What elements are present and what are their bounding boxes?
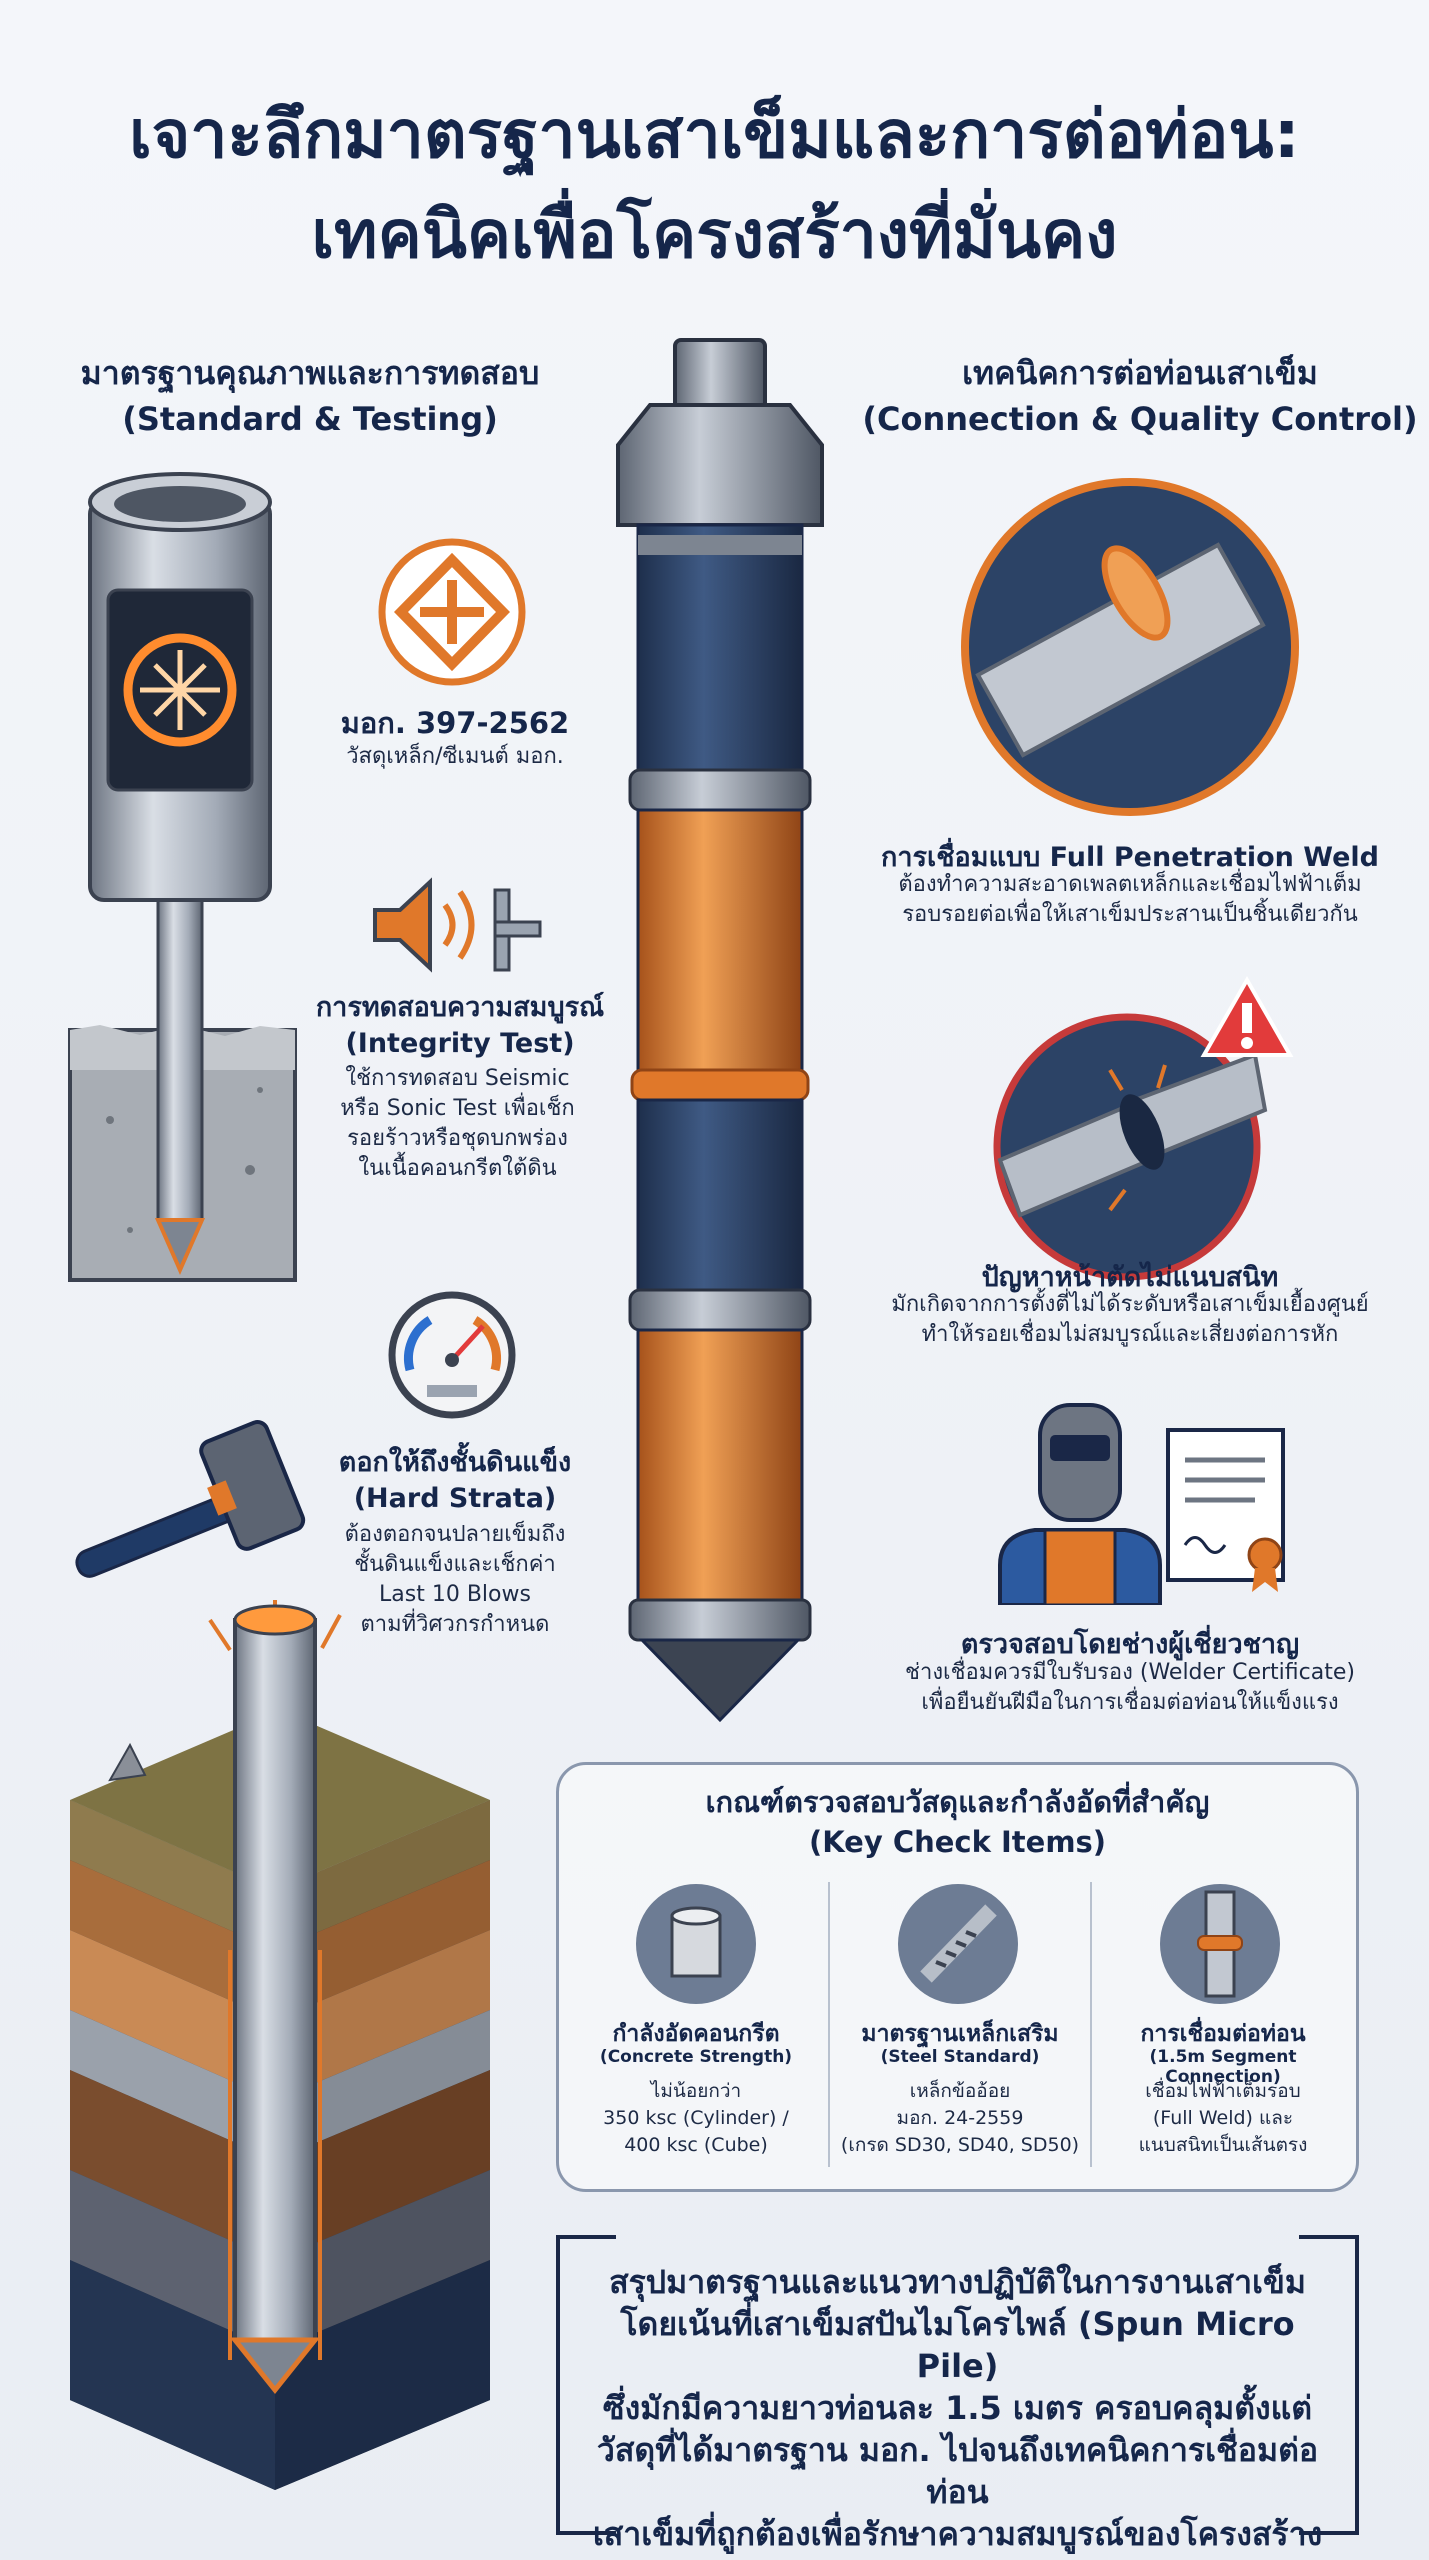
joint-desc: เชื่อมไฟฟ้าเต็มรอบ (Full Weld) และ แนบสน…: [1138, 2080, 1308, 2156]
rebar-icon: [898, 1884, 1018, 2004]
segment-joint-icon: [1160, 1884, 1280, 2004]
joint-title: การเชื่อมต่อท่อน: [1140, 2021, 1306, 2047]
panel-divider: [1090, 1882, 1092, 2167]
certificate-icon: [1166, 1428, 1285, 1592]
gauge-icon: [388, 1291, 516, 1419]
page-title: เจาะลึกมาตรฐานเสาเข็มและการต่อท่อน: เทคน…: [0, 85, 1429, 285]
concrete-desc: ไม่น้อยกว่า 350 ksc (Cylinder) / 400 ksc…: [603, 2080, 789, 2156]
panel-divider: [828, 1882, 830, 2167]
bracket-left: [556, 2235, 616, 2535]
concrete-title: กำลังอัดคอนกรีต: [612, 2021, 780, 2047]
title-line-2: เทคนิคเพื่อโครงสร้างที่มั่นคง: [311, 196, 1118, 273]
integrity-title: การทดสอบความสมบูรณ์ (Integrity Test): [315, 992, 605, 1059]
hard-strata-title: ตอกให้ถึงชั้นดินแข็ง (Hard Strata): [338, 1447, 572, 1514]
problem-title: ปัญหาหน้าตัดไม่แนบสนิท: [981, 1262, 1279, 1293]
joint-subtitle: (1.5m Segment Connection): [1149, 2047, 1297, 2087]
steel-subtitle: (Steel Standard): [880, 2047, 1040, 2067]
spun-micro-pile-illustration: [616, 338, 824, 1723]
standard-title: มอก. 397-2562: [340, 706, 570, 740]
expert-desc: ช่างเชื่อมควรมีใบรับรอง (Welder Certific…: [905, 1660, 1355, 1715]
hammer-icon: [75, 1420, 306, 1578]
warning-icon: [1200, 975, 1294, 1057]
bracket-right: [1299, 2235, 1359, 2535]
problem-desc: มักเกิดจากการตั้งตี่ไม่ได้ระดับหรือเสาเข…: [891, 1292, 1369, 1347]
concrete-subtitle: (Concrete Strength): [599, 2047, 793, 2067]
key-check-heading: เกณฑ์ตรวจสอบวัสดุและกำลังอัดที่สำคัญ (Ke…: [705, 1785, 1210, 1859]
hard-strata-desc: ต้องตอกจนปลายเข็มถึง ชั้นดินแข็งและเช็กค…: [344, 1522, 566, 1637]
expert-title: ตรวจสอบโดยช่างผู้เชี่ยวชาญ: [960, 1629, 1300, 1660]
left-section-heading: มาตรฐานคุณภาพและการทดสอบ (Standard & Tes…: [80, 354, 540, 438]
weld-desc: ต้องทำความสะอาดเพลตเหล็กและเชื่อมไฟฟ้าเต…: [898, 872, 1362, 927]
weld-detail-illustration: [961, 478, 1299, 816]
summary-text: สรุปมาตรฐานและแนวทางปฏิบัติในการงานเสาเข…: [592, 2263, 1323, 2553]
title-line-1: เจาะลึกมาตรฐานเสาเข็มและการต่อท่อน:: [129, 96, 1300, 173]
standard-mark-icon: [378, 538, 526, 686]
pile-in-concrete-illustration: [68, 472, 297, 1282]
standard-desc: วัสดุเหล็ก/ซีเมนต์ มอก.: [346, 744, 564, 769]
welder-icon: [998, 1403, 1162, 1605]
sound-wave-icon: [373, 877, 542, 973]
right-section-heading: เทคนิคการต่อท่อนเสาเข็ม (Connection & Qu…: [862, 354, 1418, 438]
concrete-cylinder-icon: [636, 1884, 756, 2004]
misaligned-joint-illustration: [993, 1013, 1268, 1281]
integrity-desc: ใช้การทดสอบ Seismic หรือ Sonic Test เพื่…: [340, 1066, 575, 1181]
weld-title: การเชื่อมแบบ Full Penetration Weld: [880, 842, 1379, 873]
steel-title: มาตรฐานเหล็กเสริม: [861, 2021, 1059, 2047]
steel-desc: เหล็กข้ออ้อย มอก. 24-2559 (เกรด SD30, SD…: [840, 2080, 1080, 2156]
soil-cross-section-illustration: [70, 1600, 490, 2490]
summary-box: สรุปมาตรฐานและแนวทางปฏิบัติในการงานเสาเข…: [556, 2235, 1359, 2553]
